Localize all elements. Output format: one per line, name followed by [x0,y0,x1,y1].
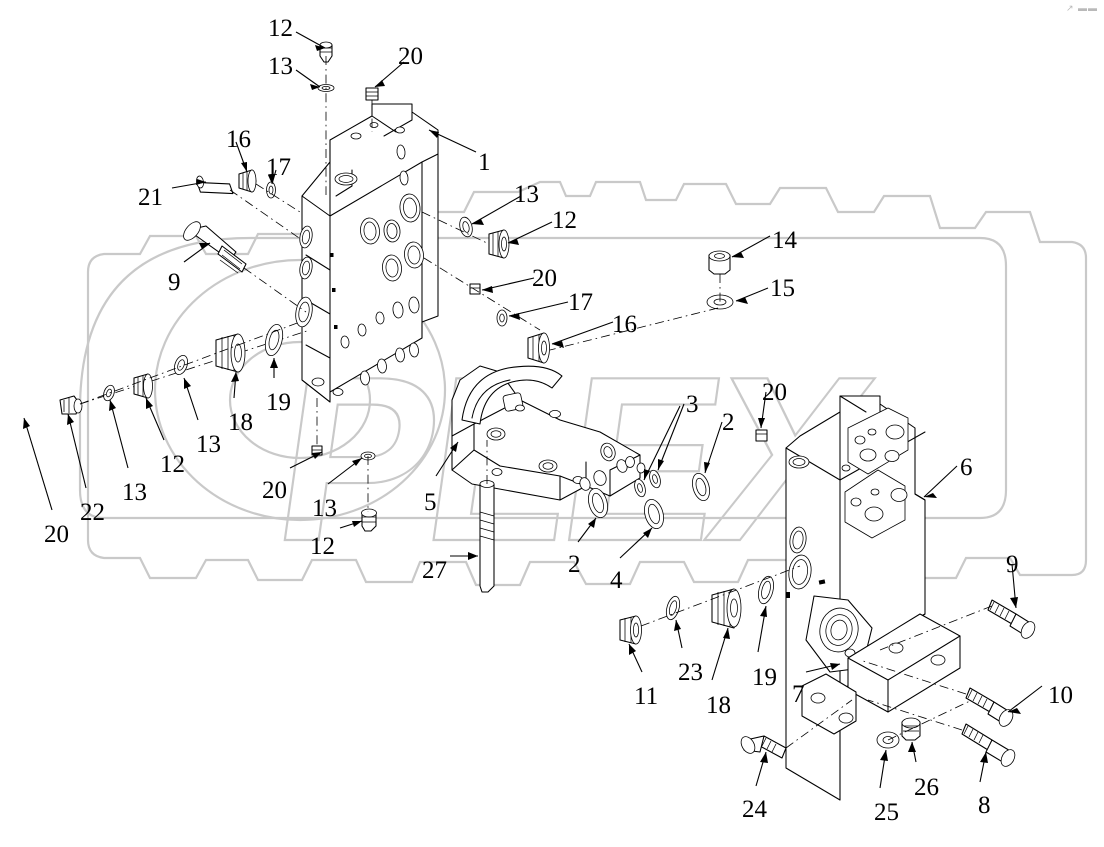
callout-8[interactable]: 8 [978,792,991,819]
part-17-seal-left [266,181,276,199]
callout-7[interactable]: 7 [792,681,805,708]
part-24-hex-bolt-short [740,735,787,759]
callout-27[interactable]: 27 [422,557,447,584]
callout-18b[interactable]: 18 [706,692,731,719]
callout-12d[interactable]: 12 [310,533,335,560]
part-12-plug-lower [361,508,377,532]
callout-13d[interactable]: 13 [122,479,147,506]
callout-17b[interactable]: 17 [568,289,593,316]
callout-24[interactable]: 24 [742,796,767,823]
hardware-parts [59,41,1036,767]
callout-18[interactable]: 18 [228,409,253,436]
part-20-setscrew-top [365,87,379,101]
callout-10[interactable]: 10 [1048,682,1073,709]
part-18-plug-large-bottom [711,588,742,629]
callout-1[interactable]: 1 [478,149,491,176]
part-5-valve-linkage-bracket [451,365,646,501]
callout-13e[interactable]: 13 [312,495,337,522]
callout-23[interactable]: 23 [678,659,703,686]
callout-12c[interactable]: 12 [160,451,185,478]
callout-11[interactable]: 11 [634,683,659,710]
part-23-spacer [665,595,681,621]
part-20-setscrew-right [755,429,768,442]
part-18-plug-large-left [215,333,246,373]
callout-25[interactable]: 25 [874,799,899,826]
part-7-mounting-bracket [801,613,961,735]
part-20-setscrew-mid [469,283,481,295]
part-26-hex-nut [901,717,921,741]
callout-9b[interactable]: 9 [1006,551,1019,578]
callout-2[interactable]: 2 [722,409,735,436]
callout-26[interactable]: 26 [914,774,939,801]
part-12-plug-top [319,41,333,63]
watermark-circle [153,258,447,522]
part-6-valve-body-rear [785,395,926,801]
part-22-fitting [59,395,83,415]
callout-16[interactable]: 16 [226,126,251,153]
part-16-plug-left [238,169,257,193]
corner-mark: ↗ ▬▬ [1065,3,1098,13]
callout-19[interactable]: 19 [266,389,291,416]
part-17-seal-mid [496,309,508,327]
part-21-dowel-pin [196,175,234,195]
callout-20b[interactable]: 20 [532,265,557,292]
callout-12[interactable]: 12 [268,15,293,42]
part-9-hex-bolt-right [987,599,1036,639]
callout-21[interactable]: 21 [138,184,163,211]
callout-20[interactable]: 20 [398,43,423,70]
callout-20d[interactable]: 20 [262,477,287,504]
callout-19b[interactable]: 19 [752,664,777,691]
callout-13c[interactable]: 13 [196,431,221,458]
part-11-plug [619,615,642,645]
callout-9[interactable]: 9 [168,269,181,296]
part-19-oring-large-left [264,323,284,357]
callout-4[interactable]: 4 [610,567,623,594]
part-8-hex-bolt [961,723,1016,767]
callout-2b[interactable]: 2 [568,551,581,578]
callout-6[interactable]: 6 [960,454,973,481]
part-9-hex-bolt-long-left [183,221,247,274]
watermark-gear-icon [86,180,1088,587]
callout-22[interactable]: 22 [80,499,105,526]
part-3-oring-a [634,478,646,498]
watermark-rounded-rect [78,236,1008,520]
callout-13[interactable]: 13 [268,53,293,80]
callout-12b[interactable]: 12 [552,207,577,234]
part-14-nut [708,250,731,275]
callout-17[interactable]: 17 [266,154,291,181]
part-27-hex-bolt-medium [479,480,495,593]
callout-20e[interactable]: 20 [44,521,69,548]
callout-13b[interactable]: 13 [514,181,539,208]
part-19-oring-bottom [758,575,774,605]
part-12-plug-right [488,229,510,259]
callout-3[interactable]: 3 [686,391,699,418]
callout-14[interactable]: 14 [772,227,797,254]
callout-15[interactable]: 15 [770,275,795,302]
leader-lines [23,31,1043,789]
callout-5[interactable]: 5 [424,489,437,516]
part-1-valve-body-main [295,103,439,403]
part-12-plug-left [133,373,153,399]
part-4-oring [644,498,664,530]
callout-20c[interactable]: 20 [762,379,787,406]
part-2-oring-right [691,472,711,502]
part-10-socket-bolt [965,687,1014,727]
part-3-oring-b [649,469,661,489]
callout-16b[interactable]: 16 [612,311,637,338]
part-16-plug-mid [527,332,550,364]
